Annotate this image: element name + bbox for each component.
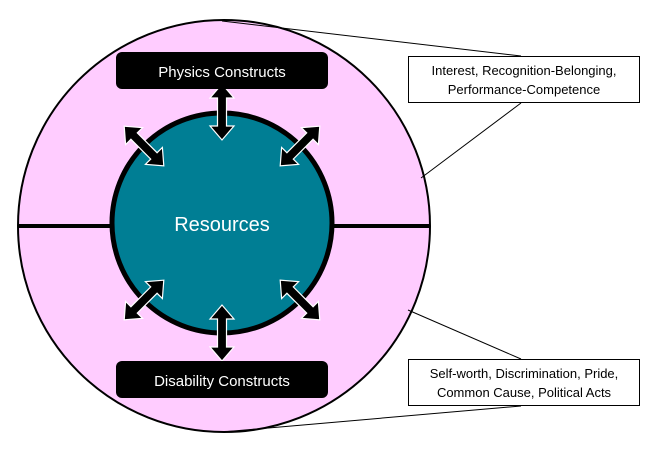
physics-constructs-callout: Interest, Recognition-Belonging, Perform… bbox=[408, 56, 640, 103]
disability-constructs-callout: Self-worth, Discrimination, Pride, Commo… bbox=[408, 359, 640, 406]
callout-bottom-leader-upper bbox=[407, 309, 522, 360]
physics-callout-line-1: Interest, Recognition-Belonging, bbox=[431, 62, 617, 78]
physics-callout-line-2: Performance-Competence bbox=[447, 81, 601, 97]
physics-constructs-label: Physics Constructs bbox=[158, 64, 286, 81]
callout-bottom-leader-lower bbox=[221, 405, 522, 433]
center-label: Resources bbox=[174, 214, 270, 236]
disability-callout-line-2: Common Cause, Political Acts bbox=[436, 384, 612, 400]
callout-top-leader-upper bbox=[221, 20, 522, 57]
disability-callout-line-1: Self-worth, Discrimination, Pride, bbox=[429, 365, 619, 381]
disability-constructs-label: Disability Constructs bbox=[154, 373, 290, 390]
callout-top-leader-lower bbox=[420, 102, 522, 179]
disability-constructs-box bbox=[116, 361, 328, 398]
physics-constructs-box bbox=[116, 52, 328, 89]
